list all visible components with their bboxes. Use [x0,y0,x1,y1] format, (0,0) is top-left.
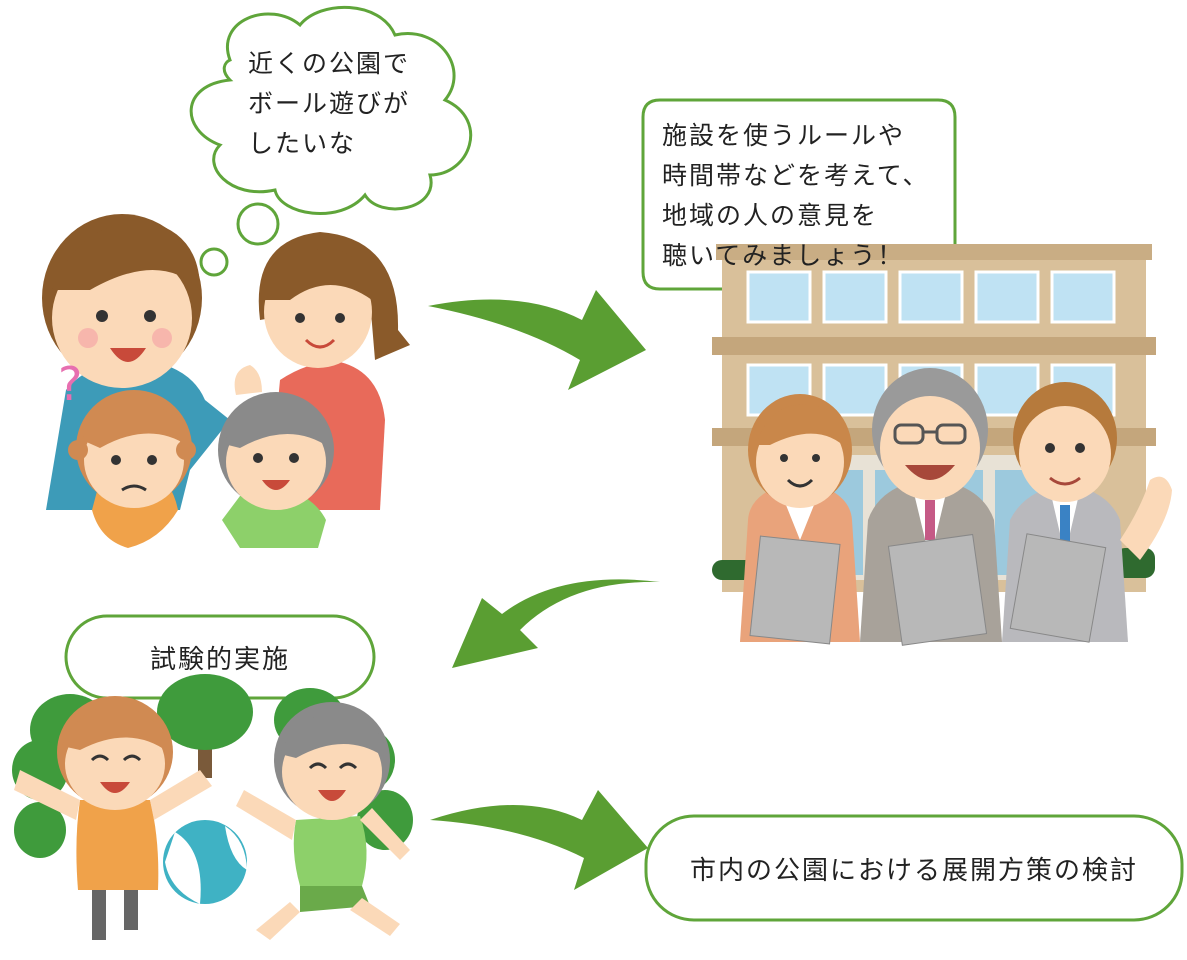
thought-line-3: したいな [248,129,357,158]
arrow-office-to-trial [452,579,660,668]
staff-man-waving [1002,382,1172,643]
speech-line-1: 施設を使うルールや [662,121,906,150]
park-boy [236,702,410,940]
arrow-trial-to-final [430,790,648,890]
thought-line-2: ボール遊びが [248,89,411,118]
beach-ball [163,820,247,904]
final-label-box [644,814,1184,922]
thought-bubble [189,5,473,277]
thought-line-1: 近くの公園で [248,49,411,78]
trial-label: 試験的実施 [149,644,290,675]
speech-line-3: 地域の人の意見を [662,201,879,230]
speech-line-4: 聴いてみましょう！ [662,241,905,270]
arrow-family-to-office [428,290,646,390]
family-boy [218,392,334,548]
park-girl [14,696,212,940]
family-girl [68,390,196,548]
speech-bubble-text: 施設を使うルールや 時間帯などを考えて、 地域の人の意見を 聴いてみましょう！ [662,116,962,276]
question-mark: ? [58,357,82,411]
final-label: 市内の公園における展開方策の検討 [689,855,1138,886]
speech-line-2: 時間帯などを考えて、 [662,161,930,190]
arrows [428,290,660,890]
staff-man-glasses [860,368,1002,646]
staff-woman [740,394,860,645]
thought-bubble-text: 近くの公園で ボール遊びが したいな [248,44,438,164]
